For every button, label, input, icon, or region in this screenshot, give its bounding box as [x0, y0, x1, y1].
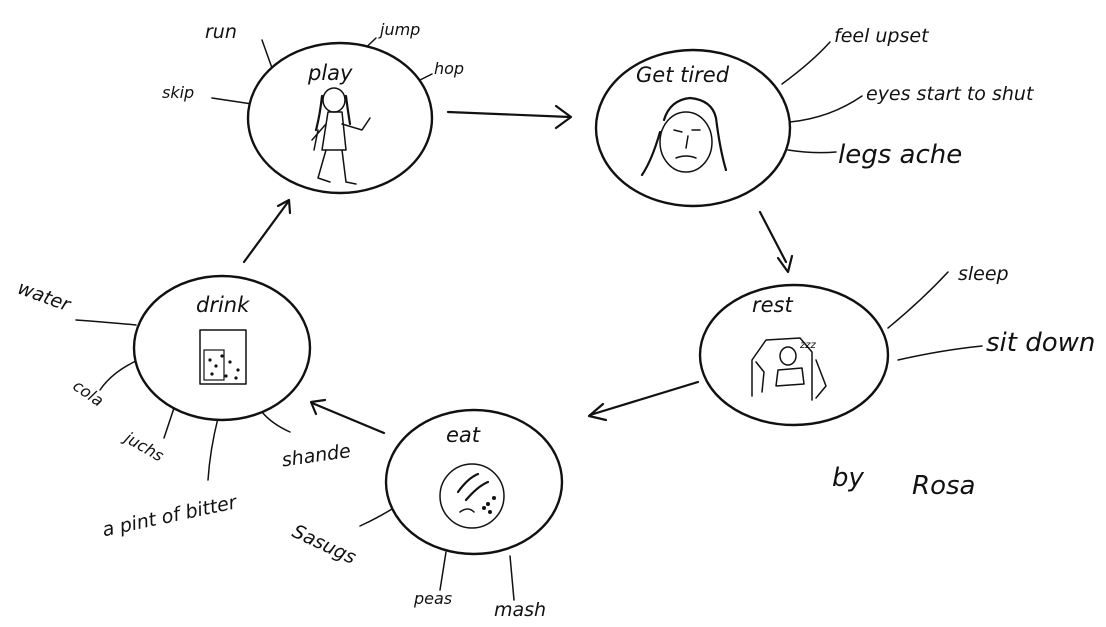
- resting-figure-drawing: zzz: [751, 337, 827, 401]
- branch-label-mash: mash: [494, 599, 546, 621]
- svg-text:zzz: zzz: [799, 340, 816, 351]
- node-get-tired-circle: [594, 48, 792, 208]
- branch-label-skip: skip: [162, 83, 194, 102]
- tired-face-drawing: [640, 96, 728, 177]
- node-get-tired: Get tired feel upset eyes start to shut …: [594, 25, 1035, 208]
- branch-line-sit-down: [897, 345, 983, 361]
- branch-label-a-pint-of-bitter: a pint of bitter: [100, 491, 239, 541]
- node-rest: rest zzz sleep sit down: [698, 263, 1095, 427]
- signature-by: by: [832, 463, 865, 493]
- node-eat-title: eat: [446, 423, 481, 447]
- branch-label-cola: cola: [70, 376, 108, 410]
- arrow-eat-to-drink: [309, 398, 386, 435]
- branch-line-legs-ache: [787, 149, 837, 154]
- node-drink: drink water cola juchs a pint of bitter …: [15, 274, 352, 541]
- branch-label-run: run: [205, 21, 237, 43]
- branch-line-mash: [509, 555, 515, 601]
- branch-label-feel-upset: feel upset: [834, 25, 930, 47]
- node-drink-title: drink: [196, 293, 250, 317]
- node-rest-title: rest: [752, 293, 793, 317]
- branch-label-legs-ache: legs ache: [838, 140, 962, 170]
- branch-label-jump: jump: [378, 20, 420, 39]
- node-rest-circle: [698, 283, 890, 427]
- branch-line-skip: [211, 97, 253, 105]
- node-get-tired-title: Get tired: [636, 63, 730, 87]
- branch-line-a-pint-of-bitter: [207, 417, 219, 481]
- branch-label-sit-down: sit down: [986, 328, 1095, 358]
- branch-line-feel-upset: [781, 41, 831, 85]
- branch-label-juchs: juchs: [120, 427, 167, 465]
- node-eat-circle: [384, 408, 564, 556]
- branch-label-sasugs: Sasugs: [289, 520, 360, 569]
- child-playing-drawing: [311, 87, 371, 185]
- glass-of-drink-drawing: [199, 329, 247, 385]
- branch-line-shande: [261, 411, 291, 433]
- branch-line-peas: [439, 551, 447, 591]
- branch-line-sleep: [887, 271, 949, 329]
- branch-line-eyes-start-to-shut: [789, 95, 863, 123]
- plate-of-food-drawing: [439, 463, 505, 529]
- node-play-title: play: [307, 61, 353, 85]
- branch-label-peas: peas: [413, 589, 452, 608]
- node-play-circle: [246, 41, 434, 195]
- branch-line-run: [261, 39, 273, 69]
- arrow-play-to-get-tired: [446, 104, 573, 130]
- node-eat: eat Sasugs peas mash: [289, 408, 564, 621]
- arrow-rest-to-eat: [587, 380, 700, 422]
- branch-label-eyes-start-to-shut: eyes start to shut: [866, 83, 1035, 105]
- branch-line-cola: [99, 359, 139, 391]
- arrow-get-tired-to-rest: [758, 210, 794, 274]
- signature-name: Rosa: [912, 471, 975, 501]
- branch-label-shande: shande: [280, 440, 352, 471]
- node-play: play run jump hop skip: [162, 20, 464, 195]
- branch-label-sleep: sleep: [958, 263, 1009, 285]
- branch-label-water: water: [15, 277, 75, 317]
- arrow-drink-to-play: [242, 198, 292, 264]
- node-drink-circle: [132, 274, 312, 422]
- branch-line-water: [75, 319, 137, 326]
- branch-label-hop: hop: [434, 59, 464, 78]
- signature: by Rosa: [832, 463, 975, 501]
- cycle-arrows: [242, 104, 794, 435]
